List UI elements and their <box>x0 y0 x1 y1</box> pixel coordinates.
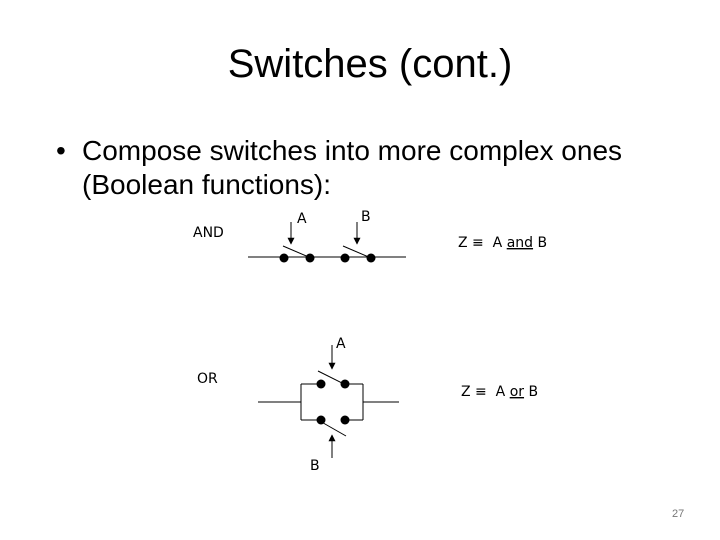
and-contact-1 <box>279 253 289 263</box>
or-contact-b1 <box>316 415 326 425</box>
bullet-text: Compose switches into more complex ones … <box>82 134 720 202</box>
or-label: OR <box>197 371 218 387</box>
bullet-line-1: Compose switches into more complex ones <box>82 135 623 166</box>
bullet-line-2: (Boolean functions): <box>82 169 332 200</box>
or-switch-b-label: B <box>310 458 320 474</box>
and-switch-a-label: A <box>297 211 307 227</box>
or-circuit: OR A B Z ≡ A or B <box>197 336 538 474</box>
and-contact-4 <box>366 253 376 263</box>
and-switch-b-blade <box>342 245 372 259</box>
and-equation: Z ≡ A and B <box>458 235 547 251</box>
and-label: AND <box>193 225 224 241</box>
slide-title: Switches (cont.) <box>227 42 513 86</box>
and-contact-2 <box>305 253 315 263</box>
and-contact-3 <box>340 253 350 263</box>
or-switch-a-label: A <box>336 336 346 352</box>
or-equation: Z ≡ A or B <box>461 384 538 400</box>
bullet-marker: • <box>56 135 66 166</box>
and-switch-b-label: B <box>361 209 371 225</box>
or-contact-a2 <box>340 379 350 389</box>
or-contact-b2 <box>340 415 350 425</box>
or-contact-a1 <box>316 379 326 389</box>
page-number: 27 <box>672 508 685 520</box>
and-circuit: AND A B Z ≡ A and B <box>193 209 547 263</box>
